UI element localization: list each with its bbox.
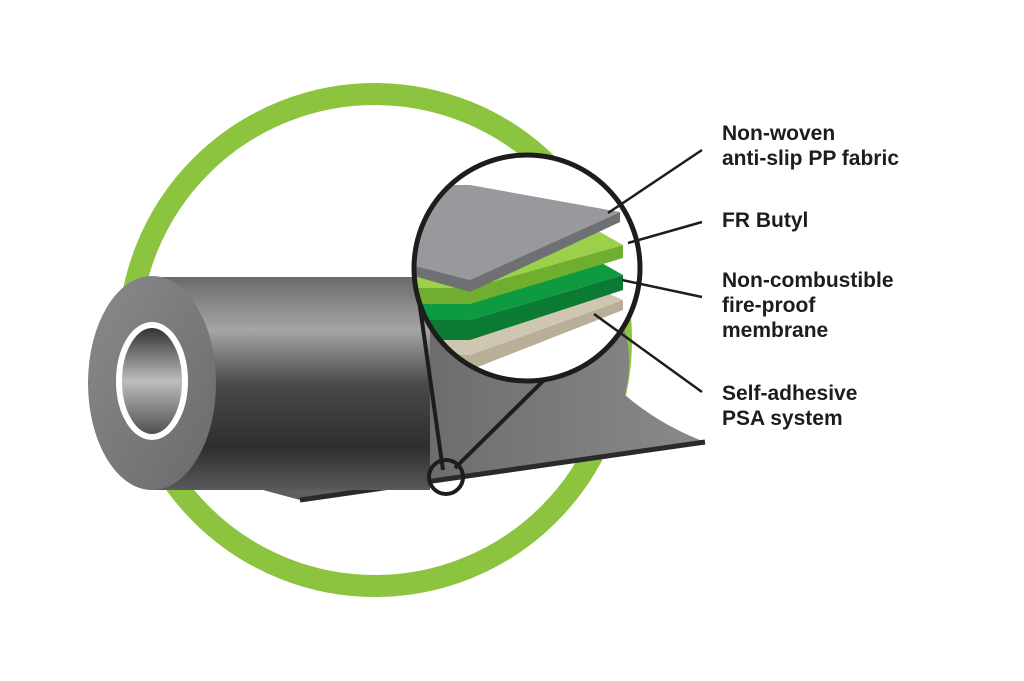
label-fabric-line-1: Non-woven [722, 122, 836, 145]
label-membrane: Non-combustible fire-proof membrane [722, 268, 894, 343]
leader-membrane [621, 278, 703, 299]
roll-body [150, 277, 430, 490]
sheet-edge [299, 439, 706, 503]
magnifier-line-left [417, 299, 445, 471]
label-butyl-line-1: FR Butyl [722, 209, 809, 232]
label-butyl: FR Butyl [722, 208, 808, 233]
label-membrane-line-1: Non-combustible [722, 269, 894, 292]
label-fabric: Non-woven anti-slip PP fabric [722, 121, 899, 171]
label-psa-line-1: Self-adhesive [722, 382, 858, 405]
layer-butyl [414, 245, 623, 304]
label-fabric-line-2: anti-slip PP fabric [722, 147, 899, 170]
leader-fabric [607, 148, 703, 215]
label-membrane-line-2: fire-proof [722, 294, 816, 317]
leader-psa [593, 312, 703, 394]
roll-core [116, 322, 188, 440]
magnifier-small-circle [427, 458, 465, 496]
label-psa: Self-adhesive PSA system [722, 381, 857, 431]
layer-membrane [414, 275, 623, 340]
label-membrane-line-3: membrane [722, 319, 829, 342]
layer-stack [414, 185, 623, 370]
leader-butyl [627, 220, 703, 245]
label-psa-line-2: PSA system [722, 407, 843, 430]
